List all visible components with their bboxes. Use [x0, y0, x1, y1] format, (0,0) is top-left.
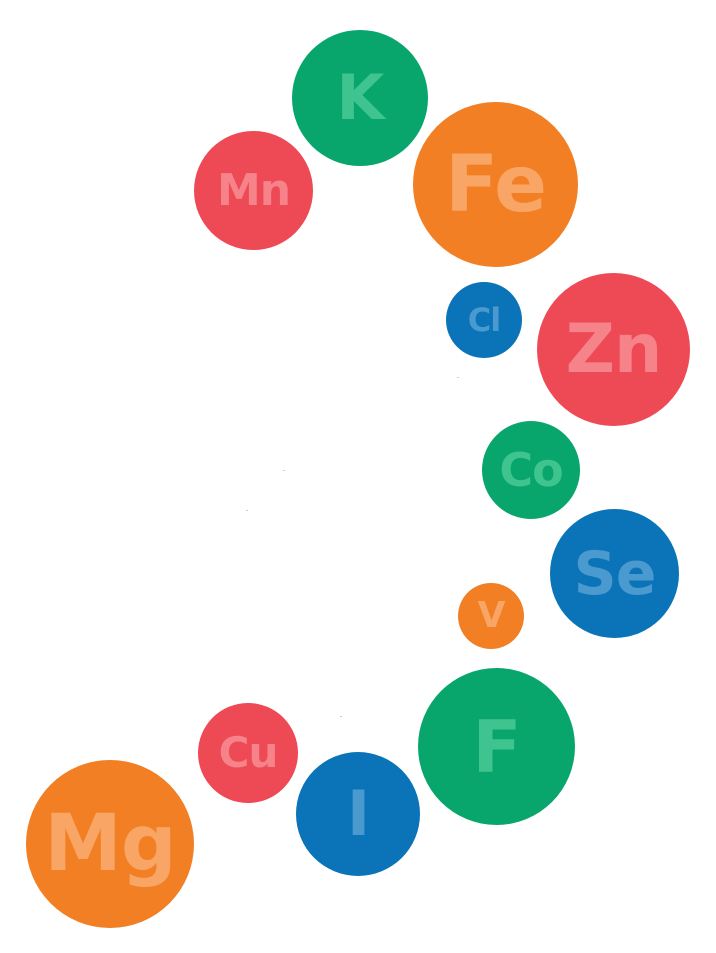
- element-symbol: Cu: [218, 728, 279, 777]
- element-bubble-i: I: [296, 752, 420, 876]
- element-symbol: F: [472, 704, 521, 789]
- element-bubble-mn: Mn: [194, 131, 313, 250]
- element-symbol: Fe: [444, 139, 547, 230]
- element-bubble-co: Co: [482, 421, 580, 519]
- element-bubble-cl: Cl: [446, 282, 522, 358]
- element-symbol: Cl: [467, 301, 501, 339]
- element-bubble-fe: Fe: [413, 102, 578, 267]
- element-bubble-zn: Zn: [537, 273, 690, 426]
- element-bubble-v: V: [458, 583, 524, 649]
- decorative-speck: [246, 510, 248, 511]
- element-symbol: I: [346, 777, 370, 850]
- element-symbol: Se: [573, 538, 657, 609]
- decorative-speck: [340, 716, 342, 717]
- element-symbol: V: [477, 595, 506, 636]
- element-bubble-f: F: [418, 668, 575, 825]
- element-bubble-mg: Mg: [26, 760, 194, 928]
- decorative-speck: [457, 377, 459, 378]
- element-symbol: Co: [499, 443, 563, 497]
- element-symbol: K: [336, 61, 384, 134]
- element-bubble-k: K: [292, 30, 428, 166]
- element-symbol: Zn: [565, 309, 663, 389]
- element-bubble-se: Se: [550, 509, 679, 638]
- element-symbol: Mn: [216, 164, 291, 216]
- element-bubble-cu: Cu: [198, 703, 298, 803]
- decorative-speck: [283, 470, 285, 471]
- element-symbol: Mg: [44, 799, 176, 889]
